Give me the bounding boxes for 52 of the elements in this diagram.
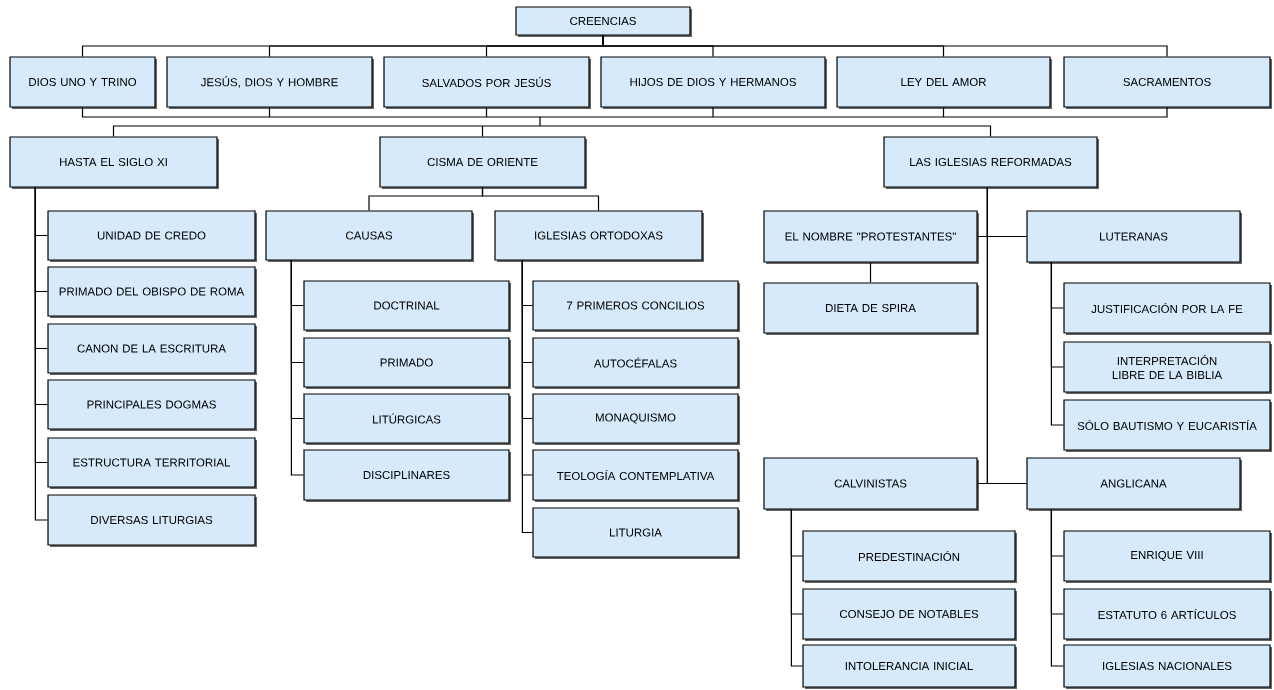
topic-box: 7 PRIMEROS CONCILIOS (532, 280, 740, 332)
connector-line (602, 35, 1168, 57)
connector-line (481, 187, 600, 211)
topic-box: SALVADOS POR JESÚS (383, 56, 591, 109)
connector-line (790, 509, 803, 667)
topic-box: DIETA DE SPIRA (763, 282, 979, 335)
topic-box: HIJOS DE DIOS Y HERMANOS (600, 56, 827, 109)
topic-box: ESTATUTO 6 ARTÍCULOS (1063, 588, 1272, 641)
topic-box: CALVINISTAS (763, 457, 979, 511)
topic-box: CAUSAS (265, 210, 474, 262)
topic-box: HASTA EL SIGLO XI (9, 136, 219, 189)
connector-line (1050, 509, 1064, 667)
topic-box: CREENCIAS (515, 6, 692, 37)
connector-line (869, 262, 872, 283)
connector-line (34, 187, 48, 521)
topic-box: DISCIPLINARES (303, 449, 511, 502)
topic-box: MONAQUISMO (532, 393, 740, 445)
topic-box: IGLESIAS ORTODOXAS (494, 210, 704, 262)
topic-box: LITURGIA (532, 507, 740, 559)
topic-box: SACRAMENTOS (1063, 56, 1272, 109)
topic-box: LUTERANAS (1026, 210, 1242, 264)
topic-box: CONSEJO DE NOTABLES (802, 588, 1017, 641)
topic-box: ANGLICANA (1026, 457, 1242, 511)
topic-box: ESTRUCTURA TERRITORIAL (47, 437, 257, 489)
topic-box: JUSTIFICACIÓN POR LA FE (1063, 282, 1272, 335)
topic-box: ENRIQUE VIII (1063, 530, 1272, 583)
topic-box: DOCTRINAL (303, 280, 511, 332)
connector-line (81, 107, 1168, 137)
topic-box: LAS IGLESIAS REFORMADAS (883, 136, 1099, 189)
connector-line (986, 187, 1027, 485)
topic-box: DIOS UNO Y TRINO (9, 56, 157, 109)
topic-box: PREDESTINACIÓN (802, 530, 1017, 583)
topic-box: PRIMADO DEL OBISPO DE ROMA (47, 266, 257, 318)
topic-box: AUTOCÉFALAS (532, 337, 740, 389)
topic-box: SÓLO BAUTISMO Y EUCARISTÍA (1063, 399, 1272, 452)
connector-line (1050, 262, 1064, 426)
topic-box: IGLESIAS NACIONALES (1063, 644, 1272, 689)
topic-box: TEOLOGÍA CONTEMPLATIVA (532, 449, 740, 502)
topic-box: CISMA DE ORIENTE (379, 136, 587, 189)
connector-line (521, 260, 533, 534)
topic-box: UNIDAD DE CREDO (47, 210, 257, 262)
topic-box: CANON DE LA ESCRITURA (47, 323, 257, 375)
topic-box: LITÚRGICAS (303, 393, 511, 445)
connector-line (290, 260, 304, 476)
topic-box: INTERPRETACIÓN LIBRE DE LA BIBLIA (1063, 341, 1272, 394)
topic-box: EL NOMBRE "PROTESTANTES" (763, 210, 979, 264)
topic-box: PRIMADO (303, 337, 511, 389)
topic-box: DIVERSAS LITURGIAS (47, 494, 257, 547)
topic-box: LEY DEL AMOR (836, 56, 1052, 109)
topic-box: INTOLERANCIA INICIAL (802, 644, 1017, 689)
topic-box: JESÚS, DIOS Y HOMBRE (166, 56, 374, 109)
topic-box: PRINCIPALES DOGMAS (47, 379, 257, 431)
